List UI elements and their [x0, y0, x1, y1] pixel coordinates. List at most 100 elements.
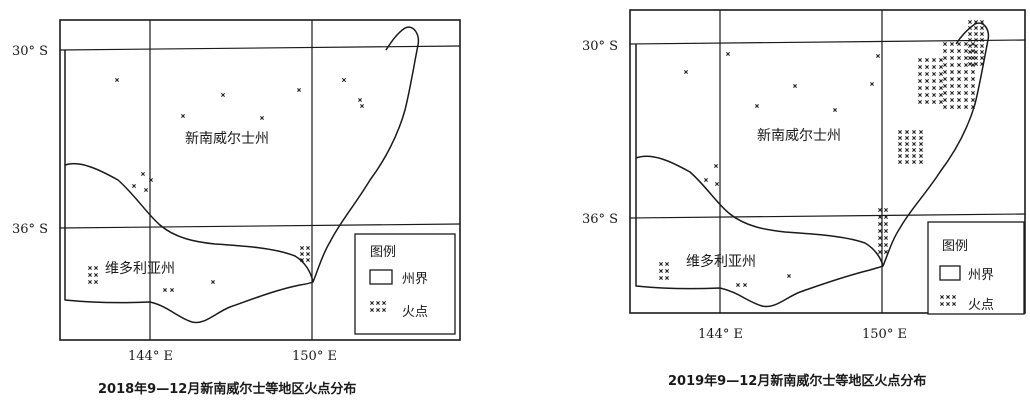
fire-point: [918, 100, 922, 104]
fire-point: [912, 130, 916, 134]
vic-border: [635, 158, 884, 308]
fire-point: [898, 142, 902, 146]
fire-point: [964, 70, 968, 74]
fire-point: [925, 93, 929, 97]
fire-point: [971, 49, 975, 53]
fire-point: [974, 32, 978, 36]
lat-label-36s: 36° S: [582, 212, 618, 227]
fire-point: [943, 56, 947, 60]
fire-point: [974, 20, 978, 24]
fire-point: [659, 262, 663, 266]
fire-point: [957, 105, 961, 109]
fire-point: [736, 283, 740, 287]
fire-point: [943, 70, 947, 74]
fire-point: [971, 98, 975, 102]
fire-point: [370, 301, 374, 305]
fire-point: [360, 104, 364, 108]
state-border-swatch: [939, 265, 961, 281]
fire-point: [964, 49, 968, 53]
fire-point: [358, 98, 362, 102]
fire-point: [950, 98, 954, 102]
fire-point: [980, 26, 984, 30]
fire-point: [968, 32, 972, 36]
fire-point: [300, 258, 304, 262]
fire-point: [964, 56, 968, 60]
lon-label-144e: 144° E: [128, 349, 173, 364]
fire-point: [714, 164, 718, 168]
fire-point: [370, 308, 374, 312]
fire-point: [950, 105, 954, 109]
fire-point: [94, 273, 98, 277]
fire-point: [898, 160, 902, 164]
fire-point: [974, 50, 978, 54]
legend-item-border: 州界: [402, 272, 428, 287]
fire-point: [943, 42, 947, 46]
fire-point: [964, 98, 968, 102]
fire-point: [957, 98, 961, 102]
lat-line-36s: [629, 213, 1026, 219]
lon-label-144e: 144° E: [698, 327, 743, 342]
fire-point: [878, 250, 882, 254]
fire-point: [141, 172, 145, 176]
fire-point: [665, 269, 669, 273]
fire-point: [260, 116, 264, 120]
fire-point: [878, 215, 882, 219]
fire-point: [787, 274, 791, 278]
fire-point: [957, 70, 961, 74]
fire-point: [912, 148, 916, 152]
fire-point: [943, 84, 947, 88]
fire-point: [939, 65, 943, 69]
fire-point: [974, 26, 978, 30]
fire-point: [939, 58, 943, 62]
fire-point: [297, 88, 301, 92]
fire-point: [715, 182, 719, 186]
map-2018: 30° S 36° S 144° E 150° E 新南威尔士州 维多利亚州 2…: [12, 19, 461, 397]
fire-point: [980, 62, 984, 66]
fire-point: [974, 62, 978, 66]
fire-point: [964, 42, 968, 46]
fire-point: [925, 58, 929, 62]
fire-point: [905, 136, 909, 140]
fire-point: [170, 288, 174, 292]
fire-point: [918, 72, 922, 76]
fire-point: [971, 105, 975, 109]
fire-point: [898, 136, 902, 140]
fire-point: [946, 302, 950, 306]
fire-point: [932, 93, 936, 97]
fire-point: [755, 104, 759, 108]
fire-point: [382, 308, 386, 312]
fire-point: [943, 49, 947, 53]
fire-point: [980, 38, 984, 42]
fire-point: [957, 84, 961, 88]
fire-point: [925, 65, 929, 69]
lat-line-36s: [59, 223, 461, 229]
fire-point: [382, 301, 386, 305]
fire-point: [300, 246, 304, 250]
fire-point: [306, 246, 310, 250]
fire-point: [884, 236, 888, 240]
fire-point: [726, 52, 730, 56]
fire-point: [950, 91, 954, 95]
fire-point: [905, 160, 909, 164]
fire-point: [971, 84, 975, 88]
fire-point: [968, 26, 972, 30]
fire-point: [932, 65, 936, 69]
fire-point: [939, 100, 943, 104]
fire-point-swatch: [370, 301, 386, 312]
fire-point: [743, 283, 747, 287]
fire-point: [376, 308, 380, 312]
fire-point: [971, 42, 975, 46]
fire-point: [144, 188, 148, 192]
vic-border: [64, 165, 314, 324]
fire-points: [88, 78, 364, 292]
fire-point: [968, 56, 972, 60]
fire-points: [659, 20, 984, 287]
lat-label-36s: 36° S: [12, 222, 48, 237]
fire-point: [964, 91, 968, 95]
fire-point: [974, 56, 978, 60]
fire-point: [932, 58, 936, 62]
fire-point: [905, 154, 909, 158]
fire-point: [88, 273, 92, 277]
fire-point: [943, 98, 947, 102]
